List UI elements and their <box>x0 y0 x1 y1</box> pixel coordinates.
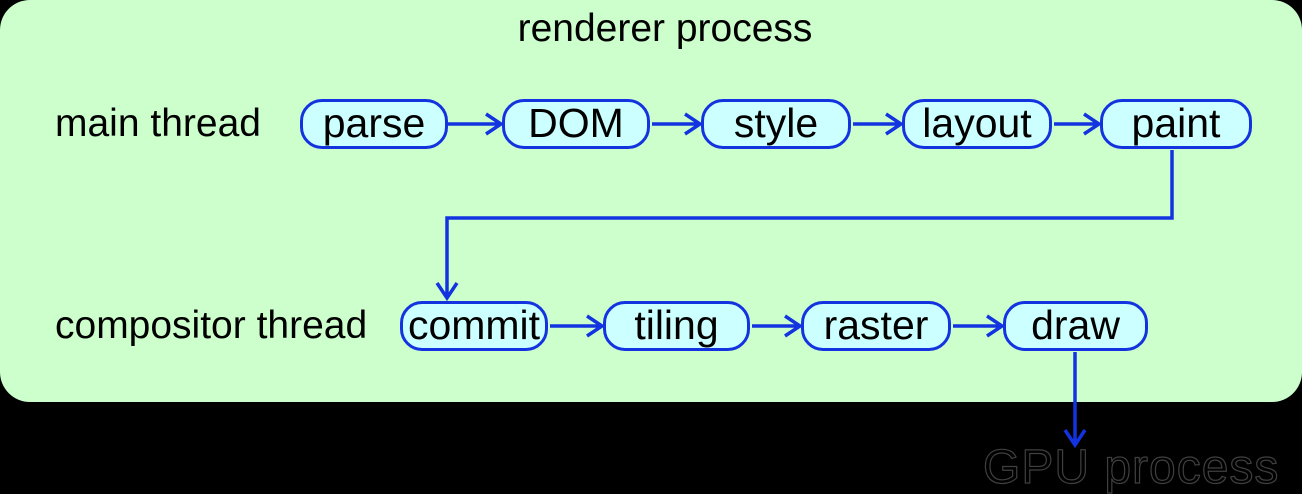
diagram-title: renderer process <box>517 7 813 50</box>
node-paint: paint <box>1100 99 1252 149</box>
node-commit: commit <box>400 301 548 351</box>
node-parse: parse <box>300 99 448 149</box>
compositor-thread-label: compositor thread <box>55 304 368 347</box>
gpu-process-label: GPU process <box>982 441 1280 494</box>
node-tiling: tiling <box>603 301 750 351</box>
node-layout: layout <box>902 99 1052 149</box>
main-thread-label: main thread <box>55 102 261 145</box>
node-draw: draw <box>1003 301 1148 351</box>
node-dom: DOM <box>502 99 650 149</box>
node-style: style <box>701 99 851 149</box>
node-raster: raster <box>801 301 951 351</box>
